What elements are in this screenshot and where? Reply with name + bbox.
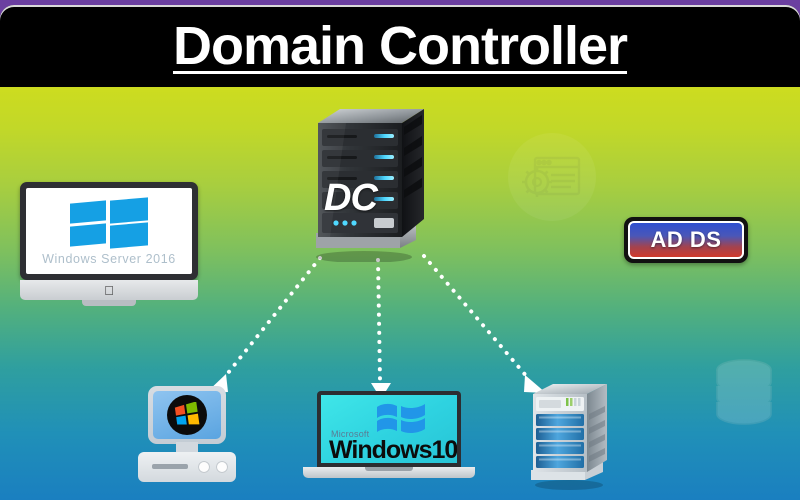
ad-ds-badge-inner: AD DS: [628, 221, 744, 259]
dc-label: DC: [324, 177, 378, 219]
ad-ds-label: AD DS: [650, 227, 722, 252]
arrow-dc-to-laptop: [371, 258, 391, 399]
windows-logo-icon: [70, 196, 148, 249]
pc-monitor: [148, 386, 226, 444]
database-icon: [710, 358, 778, 436]
windows-10-label: Windows10: [329, 436, 457, 463]
page-title: Domain Controller: [172, 16, 628, 76]
laptop-screen: Microsoft Windows10: [321, 395, 457, 463]
laptop-base: [303, 467, 475, 478]
pc-screen: [153, 391, 221, 439]
windows-logo-icon: [377, 403, 425, 434]
title-banner: Domain Controller: [0, 5, 800, 87]
windows-10-laptop[interactable]: Microsoft Windows10: [303, 391, 475, 487]
microsoft-brand-label: Microsoft: [331, 429, 370, 439]
pc-tower-base: [138, 452, 236, 482]
pc-button-2[interactable]: [216, 461, 228, 473]
windows-server-imac[interactable]: Windows Server 2016 : [20, 182, 198, 306]
domain-controller-server[interactable]: DC: [300, 97, 440, 262]
imac-screen: Windows Server 2016: [26, 188, 192, 274]
imac-chin: : [20, 280, 198, 300]
imac-stand: [82, 300, 136, 306]
windows-flag-icon: [167, 395, 207, 435]
arrow-dc-to-desktop-pc: [206, 256, 322, 393]
windows-server-caption: Windows Server 2016: [42, 251, 176, 266]
laptop-lid: Microsoft Windows10: [317, 391, 461, 467]
arrow-dc-to-rack-server: [422, 254, 546, 393]
pc-drive-slot: [152, 464, 188, 469]
settings-window-icon: [505, 130, 600, 225]
windows-desktop-pc[interactable]: [132, 386, 242, 486]
pc-monitor-stand: [176, 442, 198, 454]
rack-server[interactable]: [523, 378, 615, 490]
ad-ds-badge[interactable]: AD DS: [624, 217, 748, 263]
apple-logo-icon: : [104, 284, 114, 297]
laptop-trackpad-notch: [365, 467, 413, 471]
imac-bezel: Windows Server 2016: [20, 182, 198, 280]
pc-button-1[interactable]: [198, 461, 210, 473]
